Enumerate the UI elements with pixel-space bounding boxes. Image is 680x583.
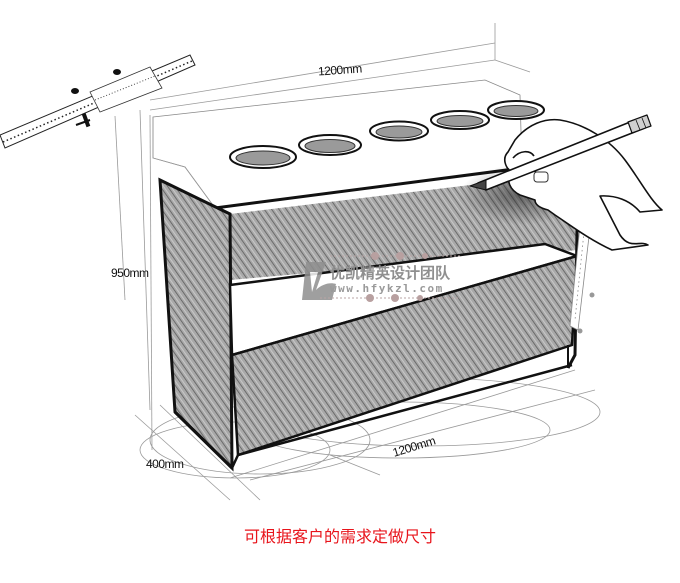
cup-holes <box>229 100 545 169</box>
cup-hole-icon <box>229 145 297 169</box>
left-side-panel <box>158 177 234 472</box>
watermark-ornament <box>320 255 460 299</box>
cup-hole-icon <box>298 134 362 156</box>
cup-hole-icon <box>430 110 490 130</box>
front-lower-panel <box>230 254 579 457</box>
custom-size-caption: 可根据客户的需求定做尺寸 <box>243 527 436 546</box>
cup-hole-icon <box>487 100 545 120</box>
watermark-title: 优凯精英设计团队 <box>330 264 451 282</box>
dimension-height: 950mm <box>111 266 149 280</box>
watermark-flourish <box>366 252 428 302</box>
base-plinth <box>230 363 573 469</box>
stylized-L-logo-icon <box>302 262 336 300</box>
watermark-url: www.hfykzl.com <box>330 282 444 295</box>
caliper-ruler-icon <box>0 54 196 149</box>
cup-hole-icon <box>369 120 429 142</box>
hand-with-pencil-icon <box>469 114 663 251</box>
dimension-depth: 400mm <box>146 457 184 471</box>
